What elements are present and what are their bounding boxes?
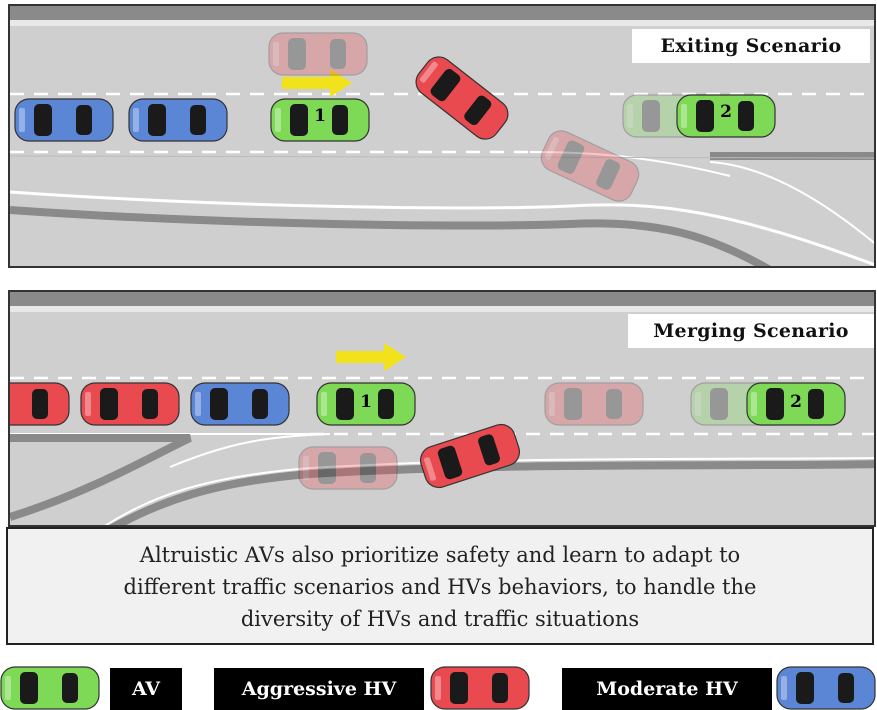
aggressive-hv-car-1 [10, 382, 70, 426]
av-car-1-number: 1 [360, 392, 372, 412]
av-car-2-number: 2 [790, 392, 802, 412]
yellow-arrow-icon [282, 69, 352, 97]
yellow-arrow-icon [336, 343, 406, 371]
legend-moderate-hv-car-icon [776, 666, 876, 710]
legend-aggressive-hv-car-icon [430, 666, 530, 710]
ghost-aggressive-hv-merge-car [298, 446, 398, 490]
ghost-aggressive-hv-exit-car [536, 125, 644, 207]
legend-aggressive-hv-label: Aggressive HV [214, 668, 424, 710]
exiting-scenario-label: Exiting Scenario [632, 29, 870, 63]
caption-line-2: different traffic scenarios and HVs beha… [123, 575, 757, 599]
aggressive-hv-car-2 [80, 382, 180, 426]
ghost-aggressive-hv-car [268, 32, 368, 76]
legend-moderate-hv-label: Moderate HV [562, 668, 772, 710]
ghost-aggressive-hv-car [544, 382, 644, 426]
moderate-hv-car-2 [128, 98, 228, 142]
exiting-road [10, 6, 874, 266]
merging-scenario-panel: Merging Scenario 1 2 [8, 290, 876, 527]
av-car-2-number: 2 [720, 102, 732, 122]
exiting-scenario-panel: Exiting Scenario 1 2 [8, 4, 876, 268]
legend-av-label: AV [110, 668, 182, 710]
moderate-hv-car-1 [14, 98, 114, 142]
caption-box: Altruistic AVs also prioritize safety an… [6, 527, 874, 645]
av-car-1-number: 1 [314, 106, 326, 126]
aggressive-hv-merging-car [416, 420, 524, 492]
legend-av-car-icon [0, 666, 100, 710]
moderate-hv-car [190, 382, 290, 426]
caption-line-3: diversity of HVs and traffic situations [240, 607, 640, 631]
aggressive-hv-car [409, 50, 515, 146]
caption-line-1: Altruistic AVs also prioritize safety an… [139, 543, 741, 567]
merging-scenario-label: Merging Scenario [628, 314, 874, 348]
